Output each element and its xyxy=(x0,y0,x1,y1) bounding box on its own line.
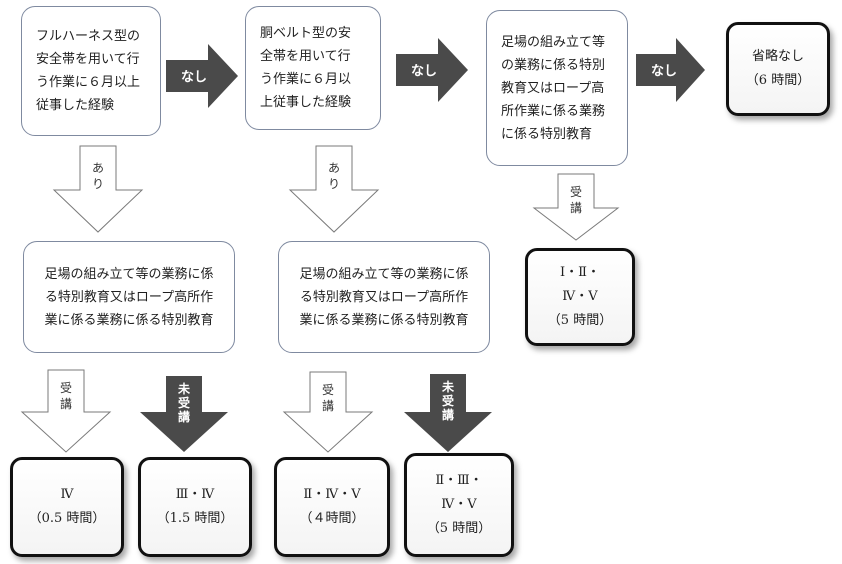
arrow-nashi-1: なし xyxy=(166,44,238,108)
arrow-mijukou-2-char-3: 講 xyxy=(442,407,454,422)
arrow-mijukou-2: 未 受 講 xyxy=(404,374,492,452)
arrow-ari-2: あ り xyxy=(288,145,380,233)
arrow-ari-2-char-2: り xyxy=(328,177,340,191)
condition-scaffold-special: 足場の組み立て等 の業務に係る特別 教育又はロープ高 所作業に係る業務 に係る特… xyxy=(486,10,628,166)
arrow-nashi-2: なし xyxy=(396,38,468,102)
arrow-jukou-2-char-2: 講 xyxy=(322,398,334,413)
arrow-mijukou-2-char-2: 受 xyxy=(442,393,454,408)
arrow-jukou-2-char-1: 受 xyxy=(322,383,334,397)
arrow-jukou-1-char-1: 受 xyxy=(60,381,72,395)
result-iv: Ⅳ （0.5 時間） xyxy=(10,457,124,557)
arrow-jukou-3-char-1: 受 xyxy=(570,185,582,199)
result-omit-none: 省略なし （6 時間） xyxy=(726,22,830,116)
arrow-nashi-1-label: なし xyxy=(181,70,207,85)
arrow-jukou-3-char-2: 講 xyxy=(570,200,582,215)
result-ii-iii-iv-v: Ⅱ・Ⅲ・ Ⅳ・Ⅴ （5 時間） xyxy=(404,453,514,557)
arrow-jukou-1-char-2: 講 xyxy=(60,396,72,411)
result-iii-iv: Ⅲ・Ⅳ （1.5 時間） xyxy=(138,457,252,557)
arrow-ari-1-char-1: あ xyxy=(92,161,104,175)
arrow-jukou-2: 受 講 xyxy=(282,371,374,453)
condition-scaffold-or-rope-2: 足場の組み立て等の業務に係 る特別教育又はロープ高所作 業に係る業務に係る特別教… xyxy=(278,241,490,353)
result-i-ii-iv-v: Ⅰ・Ⅱ・ Ⅳ・Ⅴ （5 時間） xyxy=(525,248,635,346)
result-ii-iv-v: Ⅱ・Ⅳ・Ⅴ （４時間） xyxy=(274,457,390,557)
condition-full-harness: フルハーネス型の 安全帯を用いて行 う作業に６月以上 従事した経験 xyxy=(21,6,161,136)
arrow-ari-1: あ り xyxy=(52,145,144,233)
arrow-jukou-3: 受 講 xyxy=(532,173,620,241)
arrow-ari-2-char-1: あ xyxy=(328,161,340,175)
arrow-mijukou-1: 未 受 講 xyxy=(140,376,228,452)
condition-scaffold-or-rope-1: 足場の組み立て等の業務に係 る特別教育又はロープ高所作 業に係る業務に係る特別教… xyxy=(23,241,235,353)
arrow-mijukou-2-char-1: 未 xyxy=(441,379,454,394)
condition-body-belt: 胴ベルト型の安 全帯を用いて行 う作業に６月以 上従事した経験 xyxy=(245,6,381,130)
arrow-mijukou-1-char-1: 未 xyxy=(177,381,190,396)
arrow-nashi-3: なし xyxy=(636,38,705,102)
arrow-nashi-3-label: なし xyxy=(651,64,677,79)
arrow-jukou-1: 受 講 xyxy=(20,369,112,453)
arrow-ari-1-char-2: り xyxy=(92,177,104,191)
arrow-mijukou-1-char-3: 講 xyxy=(178,409,190,424)
arrow-mijukou-1-char-2: 受 xyxy=(178,395,190,410)
arrow-nashi-2-label: なし xyxy=(411,64,437,79)
